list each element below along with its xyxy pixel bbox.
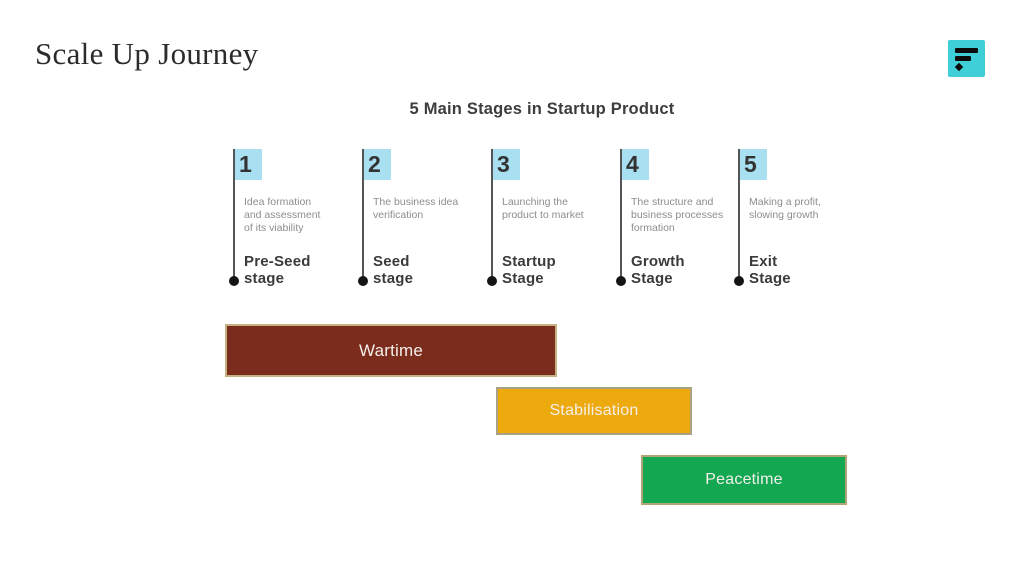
- stage-name: Startup Stage: [502, 253, 556, 288]
- logo-diamond-dot: [954, 62, 964, 72]
- stage-description: Launching the product to market: [502, 196, 584, 222]
- logo-bar-long: [955, 48, 978, 53]
- stage-column-pre-seed: 1 Idea formation and assessment of its v…: [229, 149, 359, 291]
- stage-marker-dot: [616, 276, 626, 286]
- stage-column-seed: 2 The business idea verification Seed st…: [358, 149, 488, 291]
- stage-marker-dot: [487, 276, 497, 286]
- phase-bar-peacetime: Peacetime: [641, 455, 847, 505]
- stage-column-exit: 5 Making a profit, slowing growth Exit S…: [734, 149, 864, 291]
- stage-number-badge: 5: [740, 149, 767, 180]
- stage-name: Pre-Seed stage: [244, 253, 311, 288]
- stage-timeline-line: [491, 149, 493, 282]
- stage-name: Seed stage: [373, 253, 414, 288]
- stage-number-badge: 1: [235, 149, 262, 180]
- stage-name: Growth Stage: [631, 253, 685, 288]
- stage-description: The structure and business processes for…: [631, 196, 724, 235]
- stage-column-startup: 3 Launching the product to market Startu…: [487, 149, 617, 291]
- stage-name: Exit Stage: [749, 253, 791, 288]
- stage-description: Idea formation and assessment of its via…: [244, 196, 321, 235]
- stage-number-badge: 4: [622, 149, 649, 180]
- page-title: Scale Up Journey: [35, 36, 259, 71]
- diagram-title: 5 Main Stages in Startup Product: [409, 100, 675, 118]
- stage-timeline-line: [620, 149, 622, 282]
- stage-marker-dot: [734, 276, 744, 286]
- stage-timeline-line: [233, 149, 235, 282]
- stage-marker-dot: [229, 276, 239, 286]
- stage-timeline-line: [738, 149, 740, 282]
- logo-bar-short: [955, 56, 971, 61]
- stage-number-badge: 2: [364, 149, 391, 180]
- stage-description: The business idea verification: [373, 196, 459, 222]
- stage-description: Making a profit, slowing growth: [749, 196, 821, 222]
- phase-bar-stabilisation: Stabilisation: [496, 387, 692, 435]
- stage-number-badge: 3: [493, 149, 520, 180]
- stage-column-growth: 4 The structure and business processes f…: [616, 149, 746, 291]
- stage-timeline-line: [362, 149, 364, 282]
- funnel-bars-logo-icon: [948, 40, 985, 77]
- stage-marker-dot: [358, 276, 368, 286]
- phase-bar-wartime: Wartime: [225, 324, 557, 377]
